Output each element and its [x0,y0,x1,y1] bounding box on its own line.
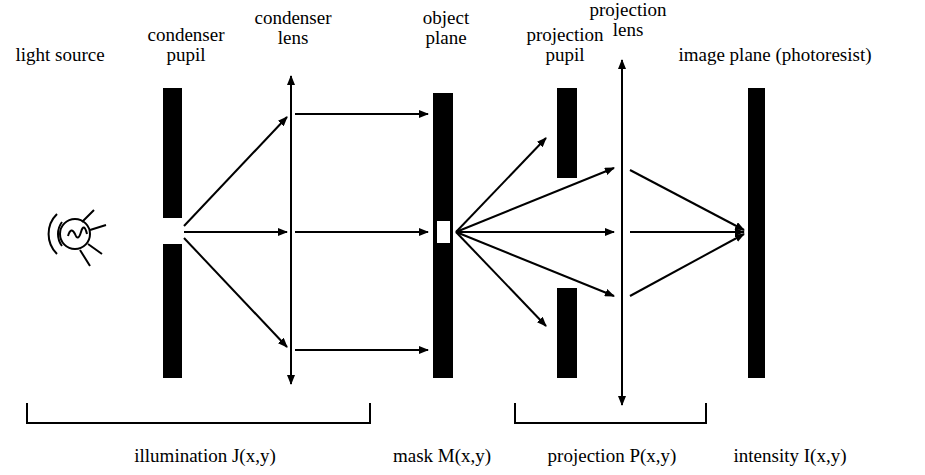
condenser-lens [290,76,292,384]
projection-pupil [557,88,577,378]
image-plane [748,88,765,378]
part-label: image plane (photoresist) [678,45,871,65]
part-label: projection pupil [518,25,613,65]
section-label: mask M(x,y) [393,446,491,466]
section-label: illumination J(x,y) [134,446,275,466]
bracket [27,403,706,423]
condenser-rays [184,114,428,350]
projection-lens [621,60,623,405]
part-label: projection lens [581,0,676,40]
section-label: projection P(x,y) [548,446,677,466]
part-label: condenser lens [246,8,341,48]
condenser-pupil [163,88,182,378]
part-label: light source [15,45,104,65]
diffraction-rays [456,138,614,326]
section-label: intensity I(x,y) [734,446,847,466]
light-bulb [49,210,106,266]
imaging-rays [630,170,744,296]
part-label: object plane [406,8,486,48]
part-label: condenser pupil [139,25,234,65]
mask [433,93,453,378]
